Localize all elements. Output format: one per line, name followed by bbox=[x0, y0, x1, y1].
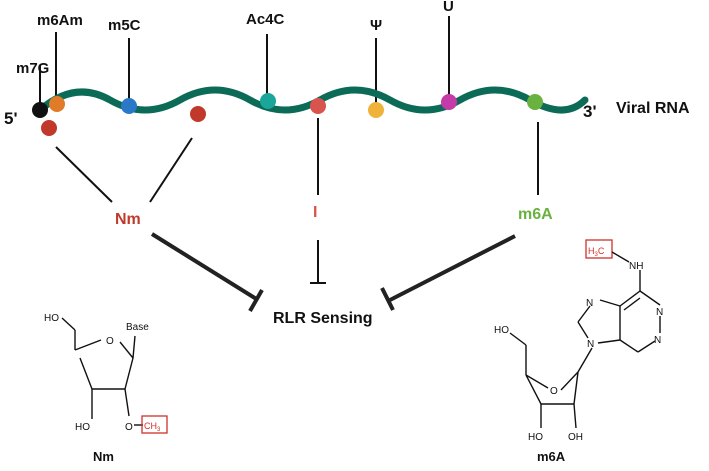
m6a-ring-o: O bbox=[550, 386, 558, 397]
nm-ring-bond-1 bbox=[74, 339, 102, 351]
m6a-nh: NH bbox=[629, 261, 643, 272]
nm-caption: Nm bbox=[93, 449, 114, 464]
nm-ring-bond-5 bbox=[79, 357, 93, 390]
m6a-h3c-c: C bbox=[598, 246, 605, 256]
m6a-imid-bond-4 bbox=[597, 339, 621, 344]
m7g-dot bbox=[32, 102, 48, 118]
nm-inhibit-arrow bbox=[150, 232, 260, 302]
u-label: U bbox=[443, 0, 454, 15]
nm-o-bond bbox=[124, 388, 130, 417]
m6a-n7: N bbox=[586, 298, 593, 309]
nm-dot-left bbox=[41, 120, 57, 136]
nm-structure bbox=[61, 317, 168, 434]
m6a-ribose-bond-5 bbox=[525, 374, 549, 389]
nm-ch3-main: CH bbox=[144, 421, 157, 431]
nm-ring-bond-2 bbox=[119, 341, 134, 359]
m6a-structure bbox=[509, 239, 661, 429]
m6a-oh-right-bond bbox=[573, 403, 577, 429]
m6a-pyr-bond-1 bbox=[639, 290, 661, 306]
m6a-ribose-bond-1 bbox=[560, 371, 579, 391]
m6a-pyr-double bbox=[623, 297, 641, 311]
m6a-ribose-bond-2 bbox=[573, 371, 579, 405]
m6a-group-label: m6A bbox=[518, 206, 553, 223]
m6a-ho-left: HO bbox=[528, 432, 543, 443]
m7g-label: m7G bbox=[16, 60, 49, 77]
m6a-caption: m6A bbox=[537, 449, 566, 464]
nm-ho-bond bbox=[61, 317, 76, 331]
m5c-label: m5C bbox=[108, 17, 141, 34]
m6a-pyr-bond-4 bbox=[619, 339, 639, 353]
nm-ch3-sub: 3 bbox=[157, 427, 161, 433]
inosine-group-label: I bbox=[313, 204, 317, 221]
nm-base: Base bbox=[126, 322, 149, 333]
m6a-ho-bond bbox=[509, 332, 527, 346]
nm-ring-bond-3 bbox=[124, 357, 134, 390]
inhibition-arrows bbox=[150, 232, 516, 312]
m6a-n1: N bbox=[656, 307, 663, 318]
m6a-imid-bond-1 bbox=[599, 299, 621, 307]
m6a-pyr-bond-6 bbox=[619, 290, 641, 307]
group-connector-lines bbox=[55, 118, 539, 284]
ac4c-label: Ac4C bbox=[246, 11, 285, 28]
inosine-dot bbox=[310, 98, 326, 114]
three-prime-label: 3' bbox=[583, 102, 597, 121]
nm-ring-o: O bbox=[106, 336, 114, 347]
nm-dot-right bbox=[190, 106, 206, 122]
u-dot bbox=[441, 94, 457, 110]
m6a-n3: N bbox=[654, 335, 661, 346]
nm-connector-right bbox=[149, 137, 193, 203]
five-prime-label: 5' bbox=[4, 109, 18, 128]
modification-leader-lines bbox=[39, 16, 450, 104]
m6a-ho-right: OH bbox=[568, 432, 583, 443]
nm-connector-left bbox=[55, 146, 113, 203]
m6a-n9: N bbox=[587, 339, 594, 350]
m6a-ch3-highlight-box bbox=[585, 239, 613, 259]
psi-label: Ψ bbox=[370, 17, 382, 34]
viral-rna-label: Viral RNA bbox=[616, 100, 690, 117]
nm-ch3: CH3 bbox=[144, 421, 161, 433]
psi-dot bbox=[368, 102, 384, 118]
nm-ho-bottom: HO bbox=[75, 422, 90, 433]
nm-group-label: Nm bbox=[115, 211, 141, 228]
nm-ch3-highlight-box bbox=[141, 415, 168, 434]
m6a-glycosidic-bond bbox=[577, 347, 593, 373]
m5c-dot bbox=[121, 98, 137, 114]
m6a-imid-bond-2 bbox=[577, 305, 591, 323]
m6am-label: m6Am bbox=[37, 12, 83, 29]
m6a-dot bbox=[527, 94, 543, 110]
ac4c-dot bbox=[260, 93, 276, 109]
m6a-h3c-h: H bbox=[588, 246, 595, 256]
nm-inhibit-bar bbox=[248, 289, 264, 312]
m6a-imid-bond-3 bbox=[577, 321, 589, 339]
rlr-sensing-label: RLR Sensing bbox=[273, 310, 373, 327]
m6a-inhibit-bar bbox=[380, 287, 395, 311]
m6a-methyl-bond bbox=[611, 251, 630, 263]
m6a-ribose-bond-4 bbox=[525, 374, 542, 405]
m6am-dot bbox=[49, 96, 65, 112]
nm-o-link: O bbox=[125, 422, 133, 433]
m6a-h3c: H3C bbox=[588, 246, 605, 258]
m6a-ho-top: HO bbox=[494, 325, 509, 336]
nm-base-bond bbox=[132, 335, 136, 359]
m6a-pyr-bond-3 bbox=[637, 340, 656, 353]
m6a-inhibit-arrow bbox=[389, 234, 516, 302]
nm-ho-top: HO bbox=[44, 313, 59, 324]
m6a-h3c-sub: 3 bbox=[595, 252, 599, 258]
